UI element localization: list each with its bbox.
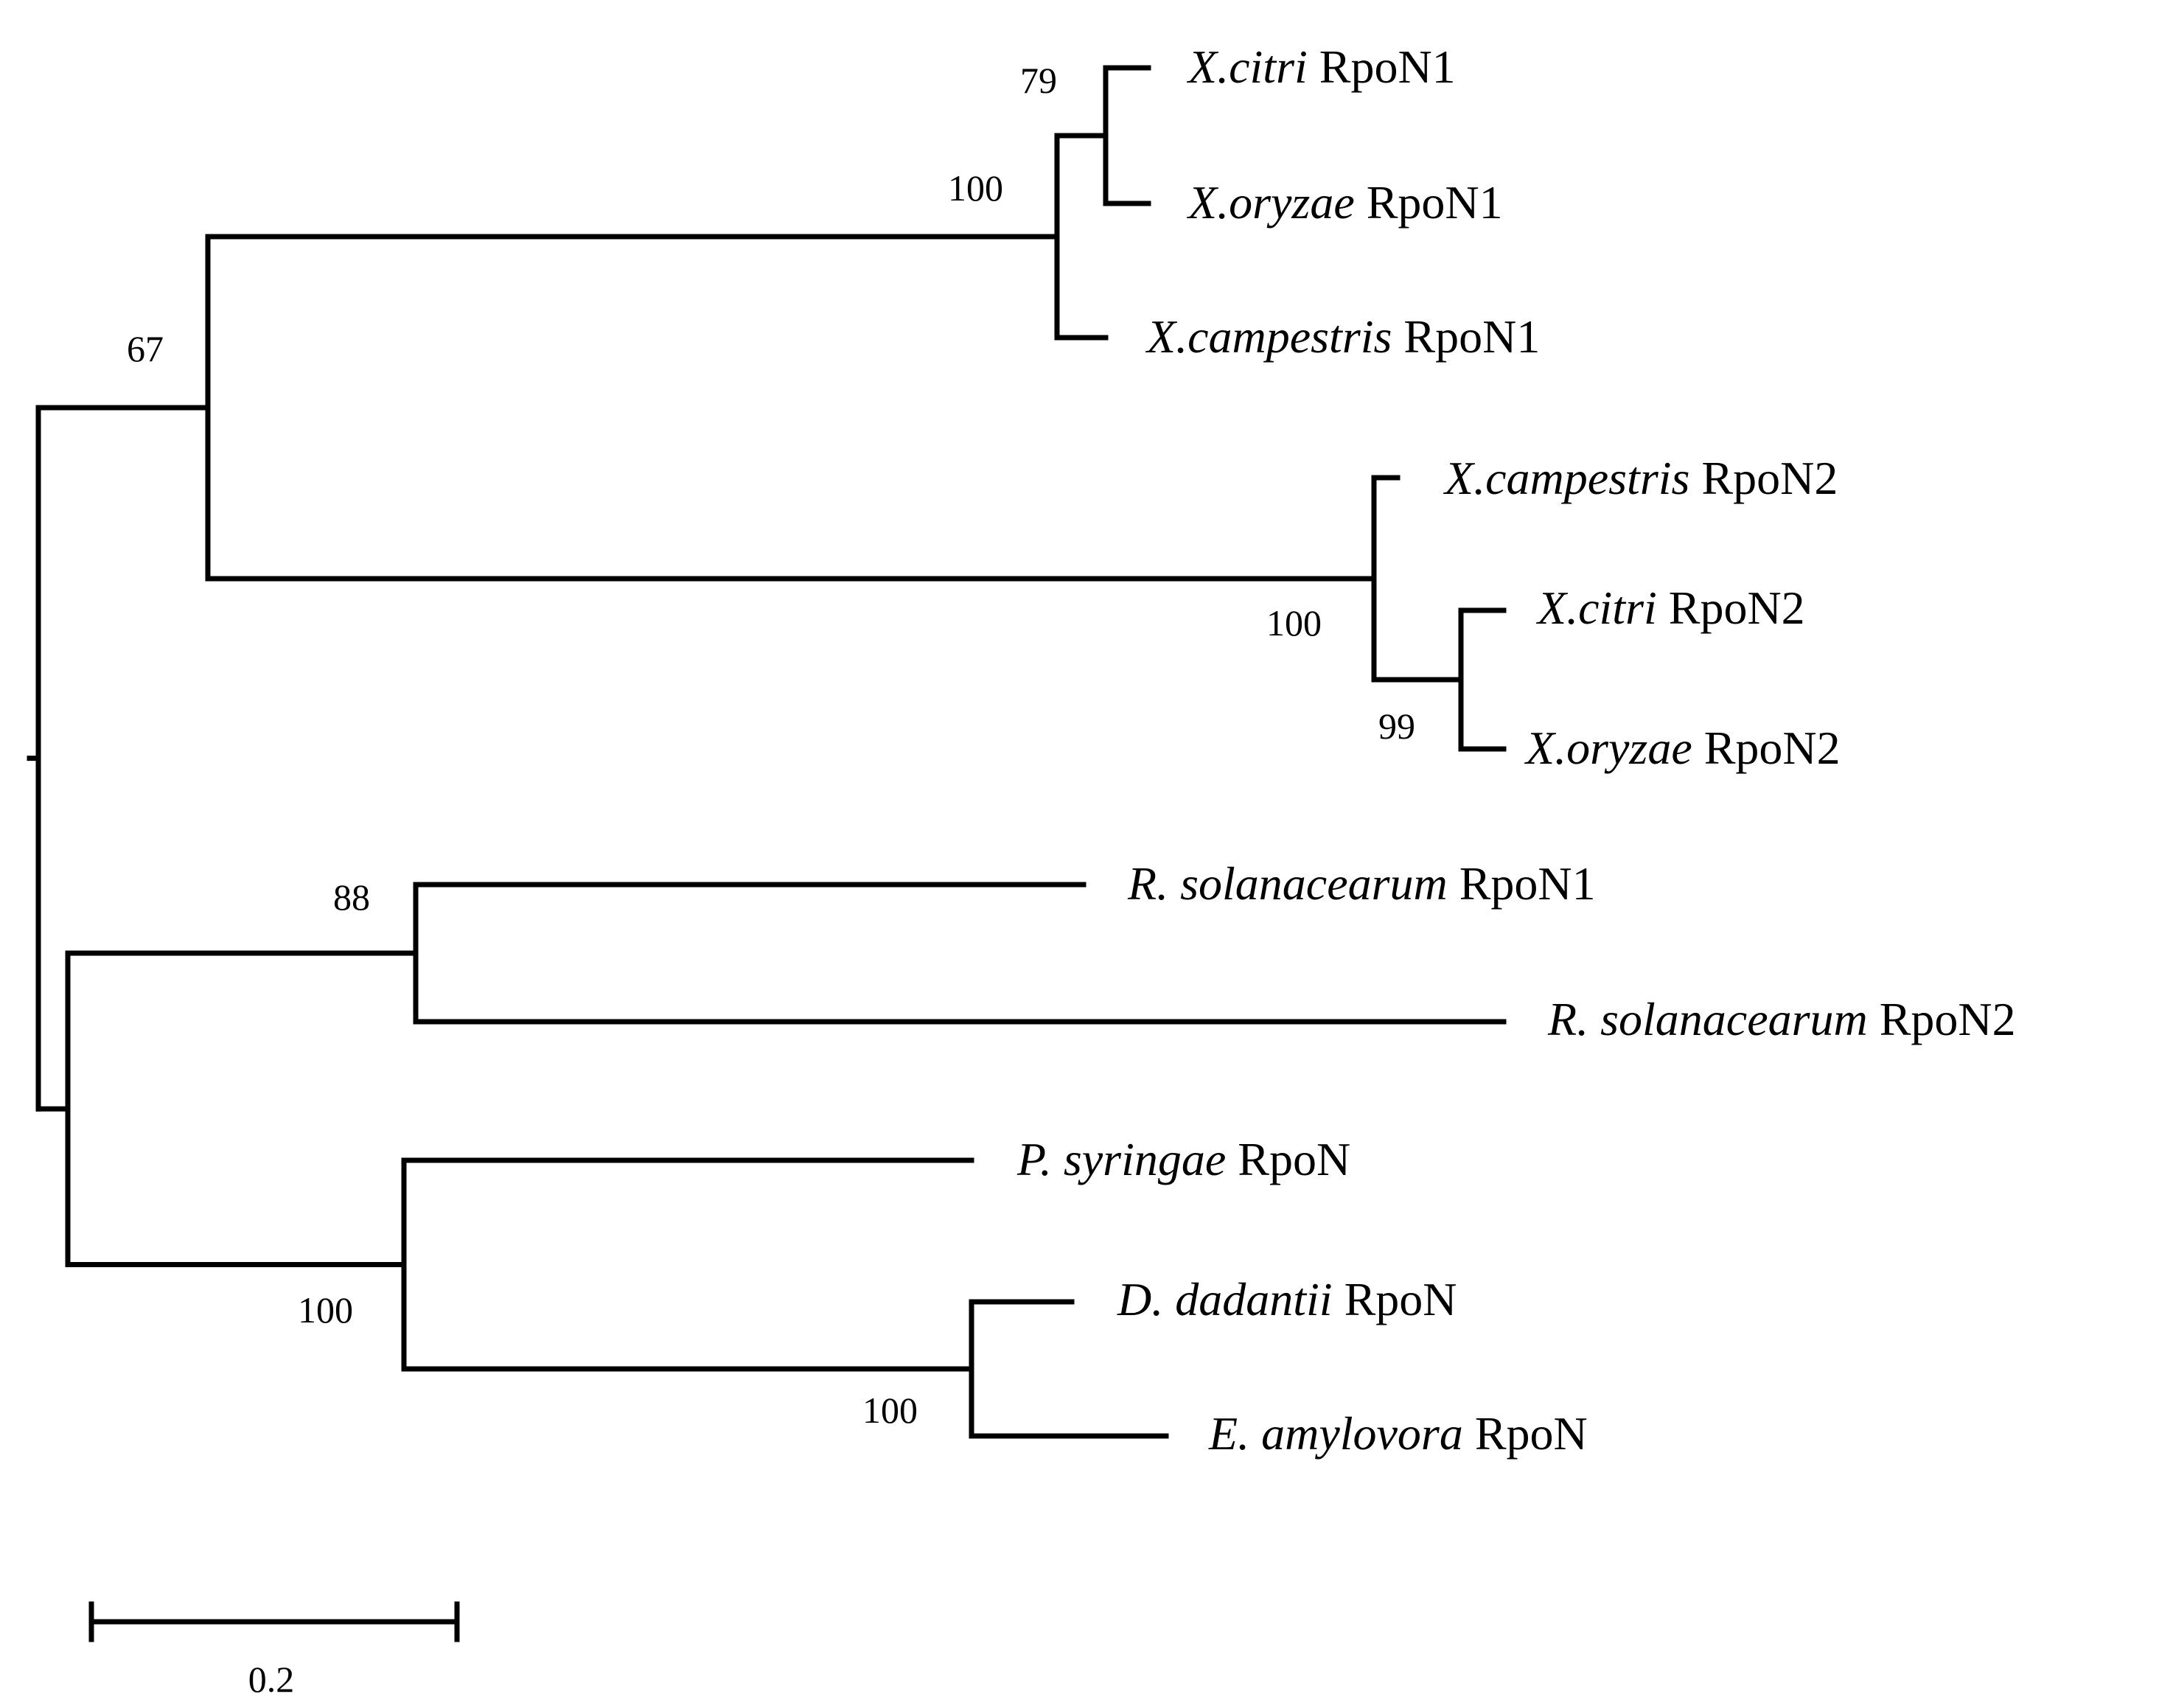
gene-name: RpoN xyxy=(1344,1273,1457,1325)
species-name: X.oryzae xyxy=(1186,176,1355,229)
bootstrap-value: 88 xyxy=(333,876,370,918)
bootstrap-value: 100 xyxy=(1266,602,1322,644)
gene-name: RpoN1 xyxy=(1319,41,1456,93)
gene-name: RpoN2 xyxy=(1880,993,2016,1045)
gene-name: RpoN1 xyxy=(1367,176,1503,229)
tree-branches xyxy=(27,65,1507,1439)
species-name: X.campestris xyxy=(1145,310,1392,363)
bootstrap-value: 100 xyxy=(948,167,1003,209)
bootstrap-value: 67 xyxy=(127,328,164,369)
gene-name: RpoN2 xyxy=(1669,582,1805,634)
species-name: X.oryzae xyxy=(1524,722,1692,774)
species-name: X.citri xyxy=(1186,41,1308,93)
bootstrap-value: 79 xyxy=(1020,60,1057,101)
bootstrap-value: 100 xyxy=(298,1289,353,1331)
bootstrap-value: 100 xyxy=(862,1390,918,1431)
species-name: D. dadantii xyxy=(1117,1273,1333,1325)
gene-name: RpoN xyxy=(1238,1133,1350,1185)
gene-name: RpoN2 xyxy=(1701,452,1838,504)
species-name: X.citri xyxy=(1535,582,1657,634)
scale-bar-label: 0.2 xyxy=(248,1659,295,1700)
bootstrap-value: 99 xyxy=(1378,705,1415,747)
gene-name: RpoN1 xyxy=(1459,857,1596,910)
gene-name: RpoN2 xyxy=(1704,722,1841,774)
gene-name: RpoN1 xyxy=(1403,310,1540,363)
species-name: R. solanacearum xyxy=(1127,857,1448,910)
species-name: P. syringae xyxy=(1016,1133,1226,1185)
scale-bar: 0.2 xyxy=(88,1601,460,1700)
gene-name: RpoN xyxy=(1475,1407,1588,1460)
species-name: R. solanacearum xyxy=(1547,993,1868,1045)
bootstrap-values: 79 100 67 99 100 88 100 100 xyxy=(127,60,1415,1431)
species-name: E. amylovora xyxy=(1208,1407,1463,1460)
species-name: X.campestris xyxy=(1443,452,1689,504)
